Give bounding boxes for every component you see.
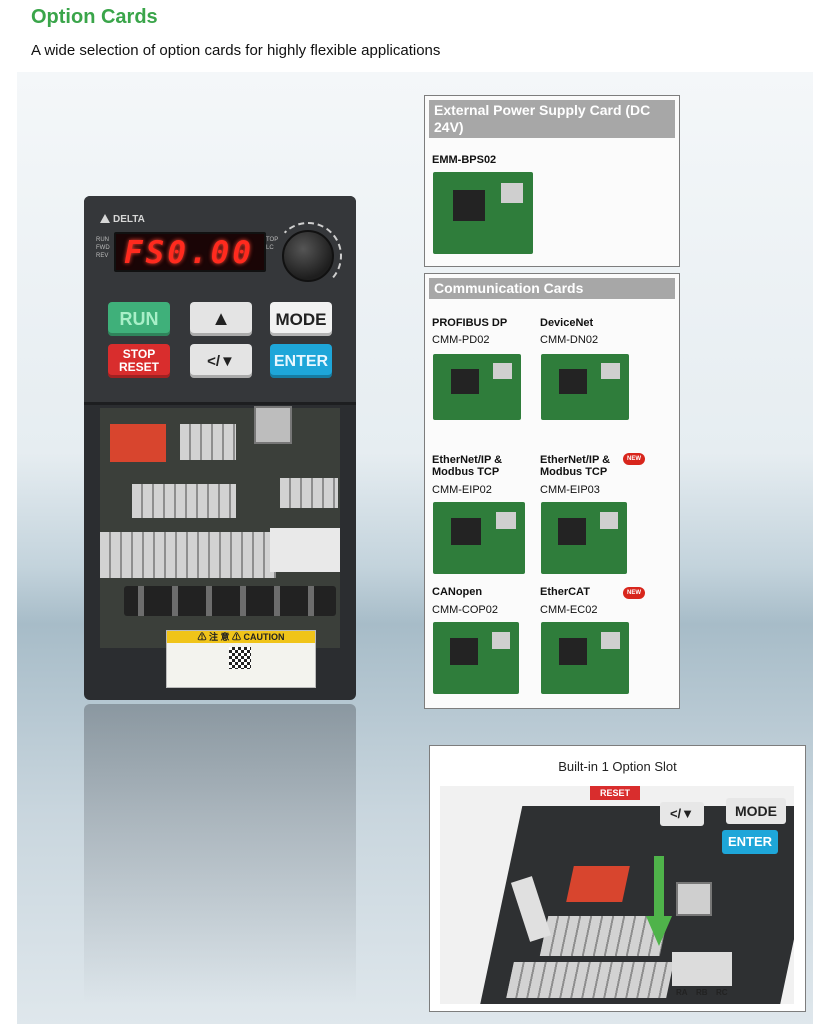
mode-key: MODE xyxy=(270,302,332,336)
terminal-block xyxy=(132,484,236,518)
enter-key: ENTER xyxy=(270,344,332,378)
brand-logo: DELTA xyxy=(100,214,145,225)
card-model: CMM-DN02 xyxy=(540,334,599,346)
option-slot-cover xyxy=(270,528,340,572)
pcb-image xyxy=(541,502,627,574)
card-model: CMM-COP02 xyxy=(432,604,499,616)
pcb-image xyxy=(433,502,525,574)
card-name: EtherNet/IP & Modbus TCP xyxy=(432,454,503,478)
card-model: EMM-BPS02 xyxy=(432,154,497,166)
status-labels-right: STOP PLC xyxy=(262,237,279,251)
reset-key: RESET xyxy=(590,786,640,800)
pcb-image xyxy=(541,354,629,420)
usb-port xyxy=(676,882,712,916)
delta-logo-icon xyxy=(100,214,110,223)
io-terminal-strip xyxy=(100,532,276,578)
led-display: FS0.00 xyxy=(114,232,266,272)
terminal-label: RA xyxy=(676,988,688,997)
pcb-image xyxy=(433,622,519,694)
communication-cards-heading: Communication Cards xyxy=(429,278,675,299)
option-slot-photo: RESET </▼ MODE ENTER RA RB RC xyxy=(440,786,794,1004)
caution-label: ⚠ 注 意 ⚠ CAUTION xyxy=(166,630,316,688)
pcb-image xyxy=(433,172,533,254)
caution-title: ⚠ 注 意 ⚠ CAUTION xyxy=(167,631,315,643)
red-terminal-block xyxy=(566,866,630,902)
shift-down-key: </▼ xyxy=(190,344,252,378)
new-badge: NEW xyxy=(623,587,645,599)
drive-keypad: DELTA RUN FWD REV STOP PLC FS0.00 RUN ST… xyxy=(84,196,356,405)
card-model: CMM-EC02 xyxy=(540,604,598,616)
usb-port xyxy=(254,406,292,444)
run-key: RUN xyxy=(108,302,170,336)
power-supply-heading: External Power Supply Card (DC 24V) xyxy=(429,100,675,138)
led-display-value: FS0.00 xyxy=(124,235,254,271)
brand-name: DELTA xyxy=(113,214,145,225)
option-slot-title: Built-in 1 Option Slot xyxy=(558,759,677,774)
card-model: CMM-EIP02 xyxy=(432,484,492,496)
relay-terminal xyxy=(672,952,732,986)
up-key: ▲ xyxy=(190,302,252,336)
power-terminals xyxy=(124,586,336,616)
page-title: Option Cards xyxy=(31,6,158,28)
card-model: CMM-EIP03 xyxy=(540,484,600,496)
frequency-knob xyxy=(282,230,334,282)
terminal-label: RC xyxy=(716,988,728,997)
card-name: CANopen xyxy=(432,586,483,598)
option-slot-panel: Built-in 1 Option Slot RESET </▼ MODE EN… xyxy=(429,745,806,1012)
card-model: CMM-PD02 xyxy=(432,334,490,346)
pcb-image xyxy=(433,354,521,420)
new-badge: NEW xyxy=(623,453,645,465)
arrow-down-icon xyxy=(646,856,672,946)
terminal-block xyxy=(180,424,236,460)
mode-key: MODE xyxy=(726,798,786,824)
card-name: EtherCAT xyxy=(540,586,590,598)
status-labels-left: RUN FWD REV xyxy=(96,237,110,259)
card-name: DeviceNet xyxy=(540,317,594,329)
drive-reflection xyxy=(84,704,356,1004)
red-terminal-block xyxy=(110,424,166,462)
terminal-block xyxy=(506,962,674,998)
pcb-image xyxy=(541,622,629,694)
ac-drive-photo: DELTA RUN FWD REV STOP PLC FS0.00 RUN ST… xyxy=(84,196,356,700)
page-subtitle: A wide selection of option cards for hig… xyxy=(31,42,441,59)
card-name: PROFIBUS DP xyxy=(432,317,508,329)
card-name: EtherNet/IP & Modbus TCP xyxy=(540,454,611,478)
terminal-label: RB xyxy=(696,988,708,997)
relay-terminal xyxy=(280,478,338,508)
communication-cards-panel: Communication Cards PROFIBUS DP CMM-PD02… xyxy=(424,273,680,709)
knob-scale xyxy=(274,222,342,290)
power-supply-panel: External Power Supply Card (DC 24V) EMM-… xyxy=(424,95,680,267)
enter-key: ENTER xyxy=(722,830,778,854)
qr-code-icon xyxy=(229,647,251,669)
shift-down-key: </▼ xyxy=(660,802,704,826)
